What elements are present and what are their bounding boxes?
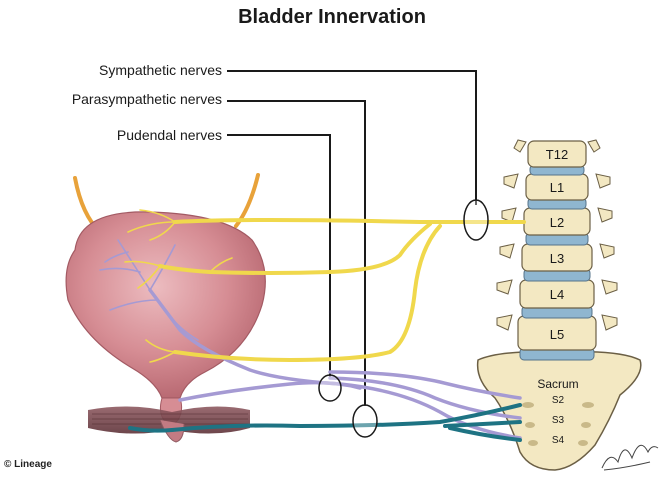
vertebra-label-l5: L5 — [550, 327, 564, 342]
sacral-segment-s2: S2 — [552, 395, 565, 406]
pudendal-leader-line — [227, 134, 331, 378]
pudendal-nerves — [128, 403, 522, 442]
vertebra-l2: L2 — [501, 207, 613, 236]
vertebra-l3: L3 — [499, 243, 615, 272]
vertebra-label-l2: L2 — [550, 215, 564, 230]
parasympathetic-branches — [99, 239, 199, 341]
sacral-segment-s4: S4 — [552, 435, 565, 446]
vertebra-l5: L5 — [496, 314, 618, 351]
sacral-foramen — [525, 422, 535, 428]
sacral-foramen — [528, 440, 538, 446]
sacral-foramen — [578, 440, 588, 446]
diagram-title: Bladder Innervation — [238, 6, 426, 28]
vertebra-label-t12: T12 — [546, 147, 568, 162]
sacral-foramen — [522, 402, 534, 408]
vertebra-label-l4: L4 — [550, 287, 564, 302]
bladder — [65, 211, 266, 443]
sympathetic-branches — [124, 209, 233, 363]
parasympathetic-leader-line — [227, 100, 366, 406]
sacral-foramen — [582, 402, 594, 408]
pudendal-nerves-label: Pudendal nerves — [116, 127, 222, 143]
sympathetic-leader-line — [227, 70, 477, 205]
sympathetic-ganglion-marker — [463, 199, 489, 241]
parasympathetic-nerve-marker — [352, 404, 378, 438]
vertebra-l4: L4 — [496, 279, 618, 309]
vertebra-label-l3: L3 — [550, 251, 564, 266]
vertebra-l1: L1 — [503, 173, 611, 201]
sympathetic-nerves-label: Sympathetic nerves — [99, 62, 222, 78]
copyright-notice: © Lineage — [4, 459, 52, 470]
sympathetic-nerves — [158, 217, 526, 363]
artist-signature — [601, 444, 659, 471]
lumbar-spine: L5 L4 L3 L2 — [496, 139, 618, 361]
pudendal-nerve-marker — [318, 374, 342, 402]
sacrum-label: Sacrum — [537, 377, 578, 391]
parasympathetic-nerves-label: Parasympathetic nerves — [71, 91, 222, 107]
vertebra-t12: T12 — [513, 139, 601, 168]
sacral-foramen — [581, 422, 591, 428]
vertebra-label-l1: L1 — [550, 180, 564, 195]
sacral-segment-s3: S3 — [552, 415, 565, 426]
